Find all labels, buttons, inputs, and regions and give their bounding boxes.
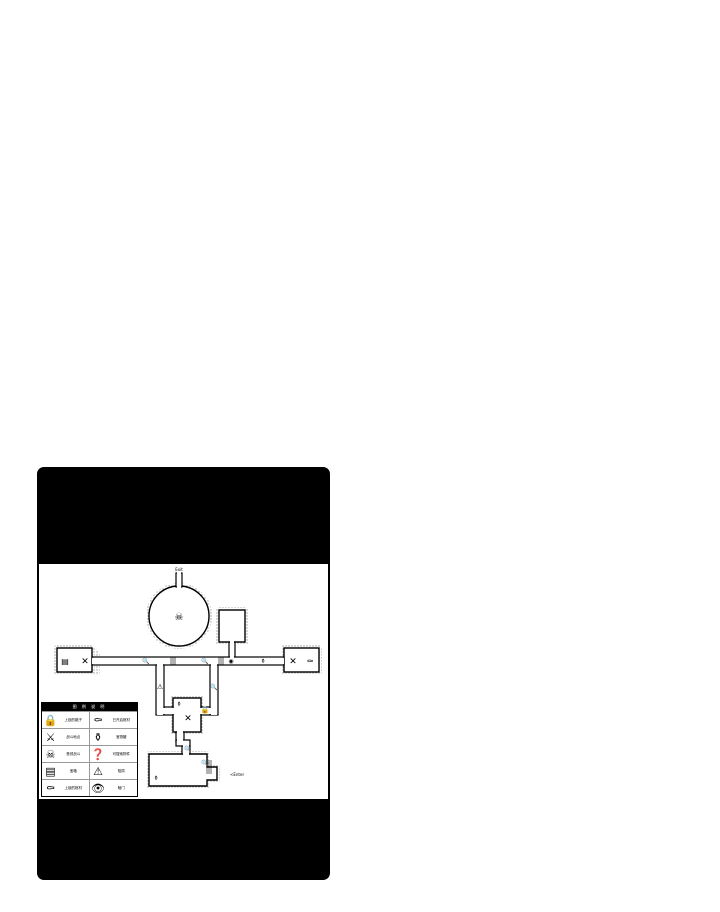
legend-label: 已开启棺材 [112, 717, 131, 722]
crossed-swords-icon: ⚔ [45, 730, 56, 744]
coffin-closed-icon: ⚰ [45, 781, 56, 795]
legend-item: ⚠ 陷阱 [89, 762, 137, 779]
chest-icon: ▤ [45, 764, 56, 778]
coffin-icon: ⚰ [307, 657, 314, 666]
legend-item: ⚰ 已开启棺材 [89, 711, 137, 728]
treasure-pot-icon: ⚱ [93, 730, 103, 744]
map-legend: 图 例 说 明 🔒 上锁的箱子 ⚰ 已开启棺材 ⚔ 战斗地点 ⚱ 宝物罐 ☠ 首领战斗 ❓… [41, 702, 138, 797]
legend-label: 暗门 [117, 785, 125, 790]
eye-icon: 👁 [91, 781, 105, 795]
warning-icon: ⚠ [93, 764, 103, 778]
legend-item: 👁 暗门 [89, 779, 137, 796]
treasure-pot-icon: ⚱ [153, 775, 158, 782]
magnifier-icon: 🔍 [210, 683, 218, 691]
legend-label: 可搜索物件 [112, 751, 131, 756]
exit-label: Exit [175, 567, 183, 572]
eye-icon: ◉ [228, 658, 233, 665]
legend-grid: 🔒 上锁的箱子 ⚰ 已开启棺材 ⚔ 战斗地点 ⚱ 宝物罐 ☠ 首领战斗 ❓ 可搜索物件 ▤ 宝… [42, 711, 137, 796]
side-room [218, 609, 246, 643]
crossed-swords-icon: ✕ [289, 657, 297, 667]
legend-item: ☠ 首领战斗 [42, 745, 90, 762]
crossed-swords-icon: ✕ [81, 657, 89, 667]
magnifier-icon: 🔍 [201, 759, 209, 767]
lock-icon: 🔒 [201, 706, 210, 714]
magnifier-icon: 🔍 [201, 657, 209, 665]
legend-item: ⚱ 宝物罐 [89, 728, 137, 745]
coffin-open-icon: ⚰ [93, 713, 103, 727]
treasure-pot-icon: ⚱ [176, 701, 181, 708]
dungeon-map-drawing: ☠ ▤ ✕ ⚰ ✕ ⚱ 🔍 🔍 ◉ ⚠ 🔍 🔒 ⚱ ✕ 🔍 🔍 ⚱ Exit <… [54, 567, 322, 789]
legend-label: 宝箱 [69, 768, 77, 773]
chest-icon: ▤ [61, 657, 69, 666]
west-room [56, 647, 93, 673]
legend-label: 战斗地点 [66, 734, 81, 739]
center-room [172, 697, 202, 733]
legend-label: 上锁的棺材 [64, 785, 83, 790]
legend-item: ▤ 宝箱 [42, 762, 90, 779]
lock-icon: 🔒 [43, 713, 58, 727]
legend-item: 🔒 上锁的箱子 [42, 711, 90, 728]
legend-title: 图 例 说 明 [42, 703, 137, 711]
magnifier-icon: 🔍 [142, 657, 150, 665]
dungeon-map: ☠ ▤ ✕ ⚰ ✕ ⚱ 🔍 🔍 ◉ ⚠ 🔍 🔒 ⚱ ✕ 🔍 🔍 ⚱ Exit <… [39, 564, 328, 799]
legend-item: ❓ 可搜索物件 [89, 745, 137, 762]
legend-label: 陷阱 [117, 768, 125, 773]
legend-label: 上锁的箱子 [64, 717, 83, 722]
magnifier-icon: 🔍 [184, 745, 192, 753]
crossed-swords-icon: ✕ [184, 714, 192, 724]
entrance-label: <Enter [230, 772, 244, 777]
legend-item: ⚰ 上锁的棺材 [42, 779, 90, 796]
question-search-icon: ❓ [91, 747, 105, 761]
skull-icon: ☠ [175, 612, 184, 623]
skull-icon: ☠ [45, 747, 56, 761]
map-panel: ☠ ▤ ✕ ⚰ ✕ ⚱ 🔍 🔍 ◉ ⚠ 🔍 🔒 ⚱ ✕ 🔍 🔍 ⚱ Exit <… [37, 467, 330, 880]
warning-icon: ⚠ [157, 683, 164, 691]
legend-item: ⚔ 战斗地点 [42, 728, 90, 745]
entrance-room [148, 753, 218, 787]
treasure-pot-icon: ⚱ [260, 658, 265, 665]
legend-label: 首领战斗 [66, 751, 81, 756]
legend-label: 宝物罐 [116, 734, 127, 739]
